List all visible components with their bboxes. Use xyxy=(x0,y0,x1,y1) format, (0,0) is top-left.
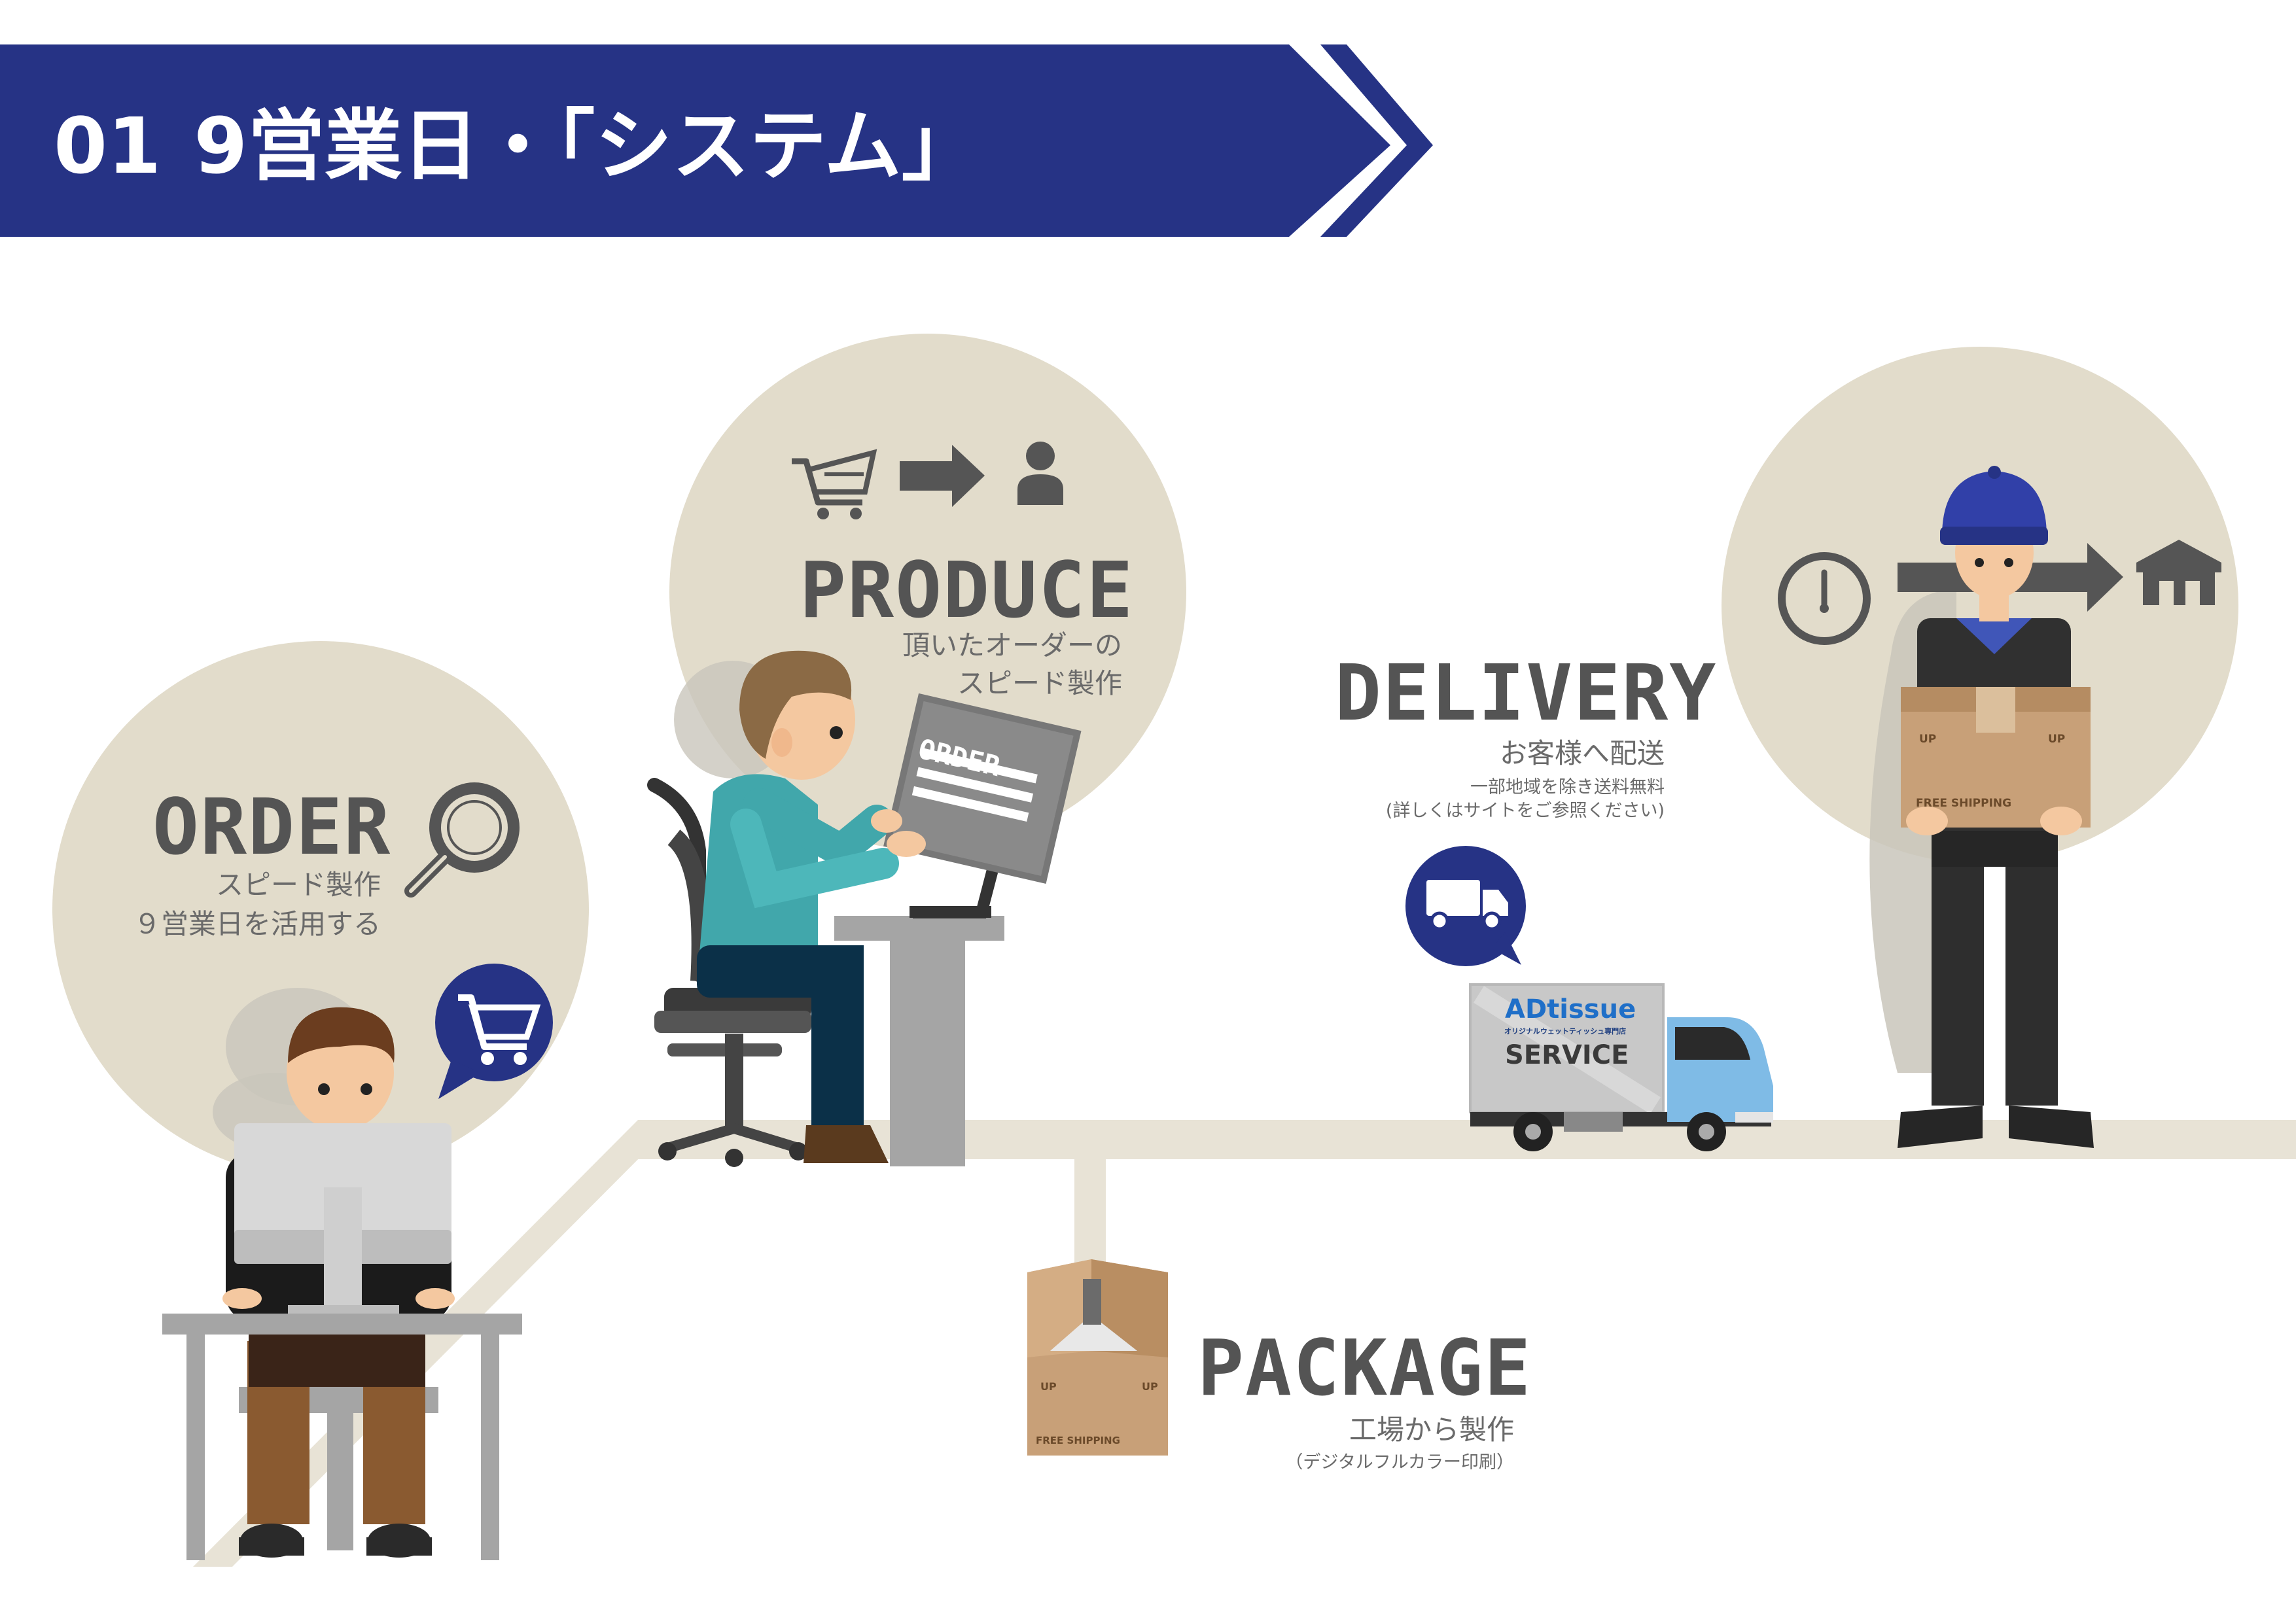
delivery-box-shipping-label: FREE SHIPPING xyxy=(1916,797,2012,810)
step-number: 01 xyxy=(54,101,162,191)
magnifier-icon xyxy=(404,782,520,898)
delivery-title: DELIVERY xyxy=(1335,648,1718,738)
header-banner xyxy=(0,44,1433,237)
delivery-man-illustration xyxy=(1869,466,2094,1148)
produce-title: PRODUCE xyxy=(800,545,1135,635)
truck-tagline: オリジナルウェットティッシュ専門店 xyxy=(1504,1027,1627,1036)
delivery-line-1: お客様へ配送 xyxy=(1499,737,1665,769)
truck-service: SERVICE xyxy=(1505,1040,1629,1070)
package-box xyxy=(1027,1259,1168,1456)
order-line-1: スピード製作 xyxy=(215,869,381,901)
produce-line-1: 頂いたオーダーの xyxy=(902,629,1122,661)
person-icon xyxy=(1017,442,1063,505)
truck-bubble-icon xyxy=(1405,846,1526,966)
header-title: 01 9営業日・「システム」 xyxy=(54,90,979,201)
delivery-box-up-label: UP xyxy=(2048,733,2066,746)
house-icon xyxy=(2136,540,2221,605)
delivery-note-2: (詳しくはサイトをご参照ください) xyxy=(1385,801,1665,821)
package-box-up-label: UP xyxy=(1040,1380,1057,1393)
delivery-box-up-label: UP xyxy=(1919,733,1937,746)
order-board xyxy=(883,693,1082,884)
produce-line-2: スピード製作 xyxy=(957,667,1122,699)
package-line-1: 工場から製作 xyxy=(1349,1414,1514,1446)
package-note-1: （デジタルフルカラー印刷） xyxy=(1285,1452,1514,1473)
cart-icon xyxy=(792,449,877,519)
package-title: PACKAGE xyxy=(1197,1323,1532,1413)
produce-person-illustration xyxy=(647,650,899,1167)
order-person-illustration xyxy=(162,988,522,1560)
delivery-note-1: 一部地域を除き送料無料 xyxy=(1470,777,1665,797)
cart-bubble-icon xyxy=(435,964,553,1099)
package-box-shipping-label: FREE SHIPPING xyxy=(1036,1435,1120,1446)
order-line-2: ９営業日を活用する xyxy=(133,908,381,940)
page-title: 9営業日・「システム」 xyxy=(194,101,979,191)
clock-icon xyxy=(1778,552,1871,645)
truck-brand: ADtissue xyxy=(1505,994,1636,1024)
produce-desk xyxy=(834,835,1007,1166)
package-box-up-label: UP xyxy=(1142,1380,1158,1393)
arrow-right-icon xyxy=(900,445,985,507)
order-title: ORDER xyxy=(152,782,392,872)
delivery-truck xyxy=(1469,983,1773,1151)
